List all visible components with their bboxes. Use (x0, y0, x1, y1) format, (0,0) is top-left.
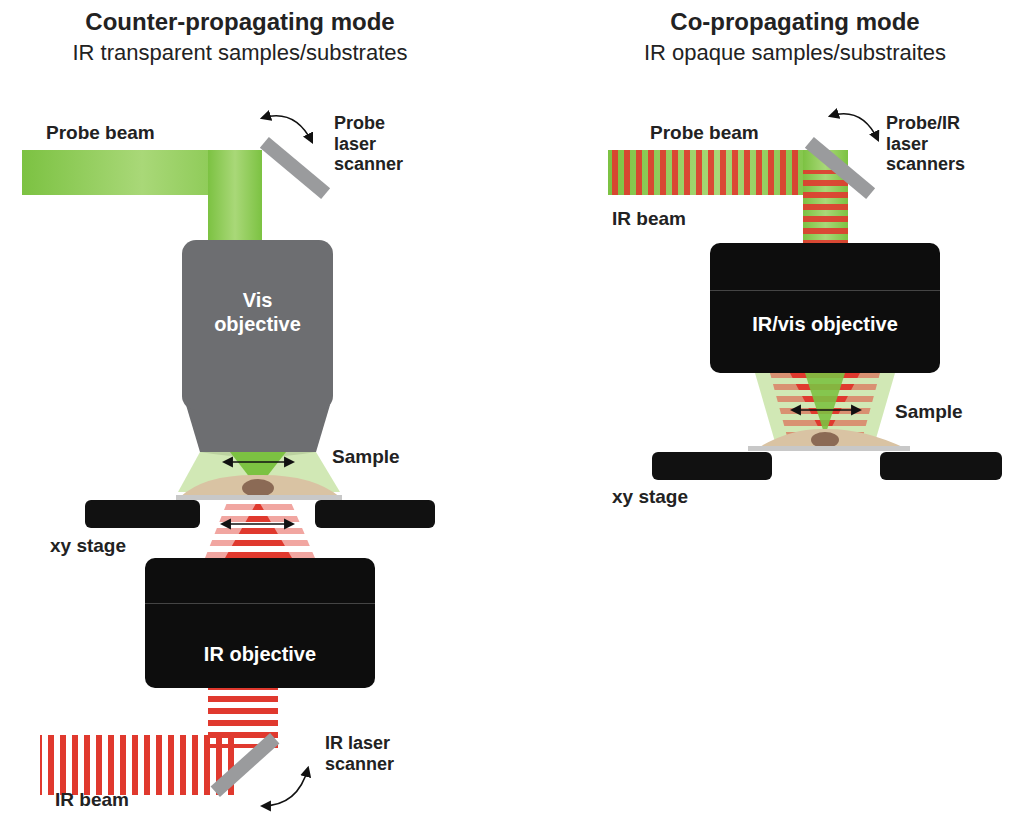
scanner-label: IR laser scanner (325, 733, 420, 774)
beam-label: Probe beam (46, 122, 206, 144)
rotation-arrow (262, 116, 312, 142)
rotation-arrow (262, 768, 308, 806)
sample (176, 475, 342, 500)
beam-label: IR beam (55, 789, 175, 811)
objective-divider (710, 290, 940, 291)
sample (748, 429, 910, 451)
beam-label: Probe beam (650, 122, 800, 144)
objective-label: IR/vis objective (752, 312, 898, 336)
objective-label: IR objective (204, 642, 316, 666)
scan-arrow (222, 523, 293, 525)
probe-beam (22, 150, 262, 242)
sample-label: Sample (895, 401, 995, 423)
ir-objective: IR objective (145, 558, 375, 688)
scanner-label: Probe/IR laser scanners (886, 113, 986, 175)
scan-arrow (224, 461, 293, 463)
panel-heading: Co-propagating mode (560, 8, 1024, 36)
scanner-mirror (211, 733, 280, 797)
vis-objective: Vis objective (182, 240, 333, 410)
xy-stage (652, 452, 772, 480)
xy-stage (880, 452, 1002, 480)
panel-subheading: IR transparent samples/substrates (0, 40, 480, 65)
objective-tip (186, 405, 330, 457)
objective-label: Vis objective (203, 288, 313, 336)
stage-label: xy stage (50, 535, 170, 557)
scanner-mirror (260, 137, 330, 199)
panel-heading: Counter-propagating mode (0, 8, 480, 36)
stage-label: xy stage (612, 486, 732, 508)
scanner-label: Probe laser scanner (334, 113, 429, 175)
sample-label: Sample (332, 446, 432, 468)
ir-beam (40, 735, 240, 795)
ir-vis-objective: IR/vis objective (710, 243, 940, 373)
scanner-mirror (805, 137, 875, 199)
ir-focus-cone (205, 500, 315, 558)
xy-stage (315, 500, 435, 528)
rotation-arrow (830, 114, 878, 140)
objective-divider (145, 603, 375, 604)
beam-label: IR beam (612, 208, 732, 230)
scan-arrow (792, 409, 860, 411)
xy-stage (85, 500, 200, 528)
combined-beam (608, 150, 848, 245)
panel-subheading: IR opaque samples/substraites (560, 40, 1024, 65)
